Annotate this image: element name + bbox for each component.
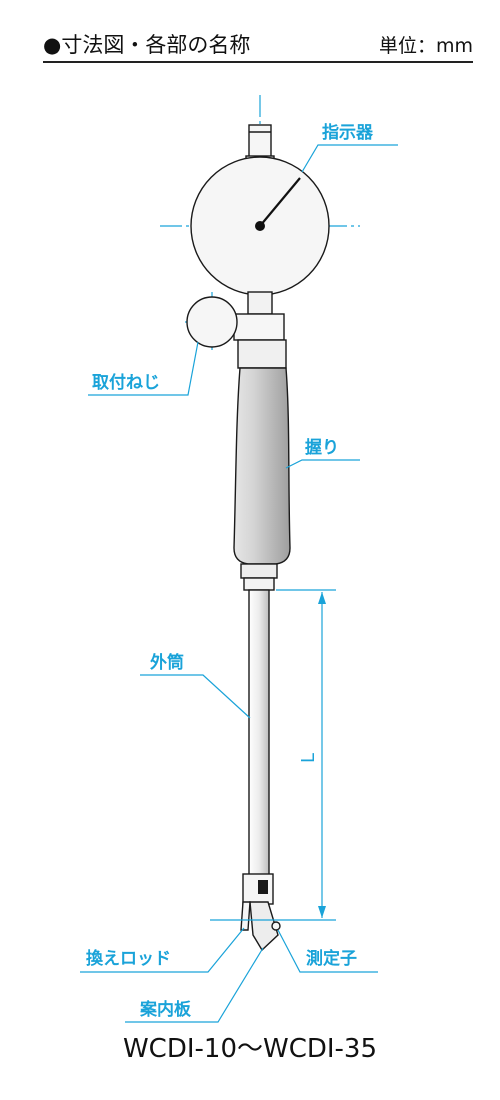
replacement-rod-tip — [240, 901, 251, 931]
dim-L-arrow-top — [318, 592, 326, 604]
tube-upper-collar — [243, 577, 275, 591]
label-outer-tube: 外筒 — [150, 652, 184, 673]
guide-plate — [249, 901, 279, 952]
header: ●寸法図・各部の名称 単位：mm — [43, 27, 473, 63]
leader-guide-plate — [125, 947, 264, 1023]
mount-block — [233, 313, 285, 341]
leader-mount-screw — [88, 341, 199, 396]
leader-outer-tube — [140, 674, 251, 719]
label-measuring-contact: 測定子 — [306, 948, 357, 969]
model-name: WCDI-10〜WCDI-35 — [122, 1034, 378, 1064]
label-guide-plate: 案内板 — [139, 999, 192, 1020]
grip-lower-collar — [240, 563, 278, 579]
grip-collar — [237, 339, 287, 369]
dim-L-label: L — [298, 753, 319, 763]
dim-L-arrow-bottom — [318, 906, 326, 918]
label-mount-screw: 取付ねじ — [92, 372, 160, 393]
unit-label: 単位：mm — [378, 35, 473, 57]
indicator-neck — [247, 291, 273, 315]
dial-needle — [259, 177, 301, 227]
outer-tube — [248, 589, 270, 877]
mount-screw-knob — [186, 296, 238, 348]
leader-replacement-rod — [80, 927, 245, 973]
grip — [233, 367, 291, 565]
measuring-contact-tip — [271, 921, 281, 931]
leader-grip — [285, 459, 360, 469]
leader-indicator — [301, 144, 398, 173]
diagram-title: ●寸法図・各部の名称 — [43, 33, 251, 57]
dial-hub — [255, 221, 265, 231]
label-grip: 握り — [305, 437, 339, 458]
head-dark-insert — [258, 880, 268, 894]
label-replacement-rod: 換えロッド — [86, 948, 171, 969]
label-indicator: 指示器 — [322, 122, 374, 143]
leader-measuring-contact — [277, 929, 378, 973]
indicator-stem-top — [248, 124, 272, 159]
